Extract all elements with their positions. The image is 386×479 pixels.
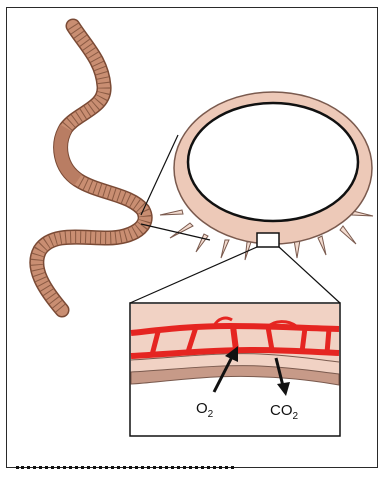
earthworm-illustration	[37, 26, 145, 310]
earthworm-clitellum	[61, 128, 78, 180]
answer-dotted-line	[16, 466, 234, 469]
earthworm-body-fill	[37, 26, 145, 310]
zoom-lines-detail	[130, 247, 340, 303]
earthworm-body	[37, 26, 145, 310]
magnified-region-marker	[257, 233, 279, 247]
earthworm-segments	[37, 26, 145, 310]
magnified-skin-view: O2 CO2	[130, 303, 340, 436]
body-cavity	[188, 103, 358, 221]
